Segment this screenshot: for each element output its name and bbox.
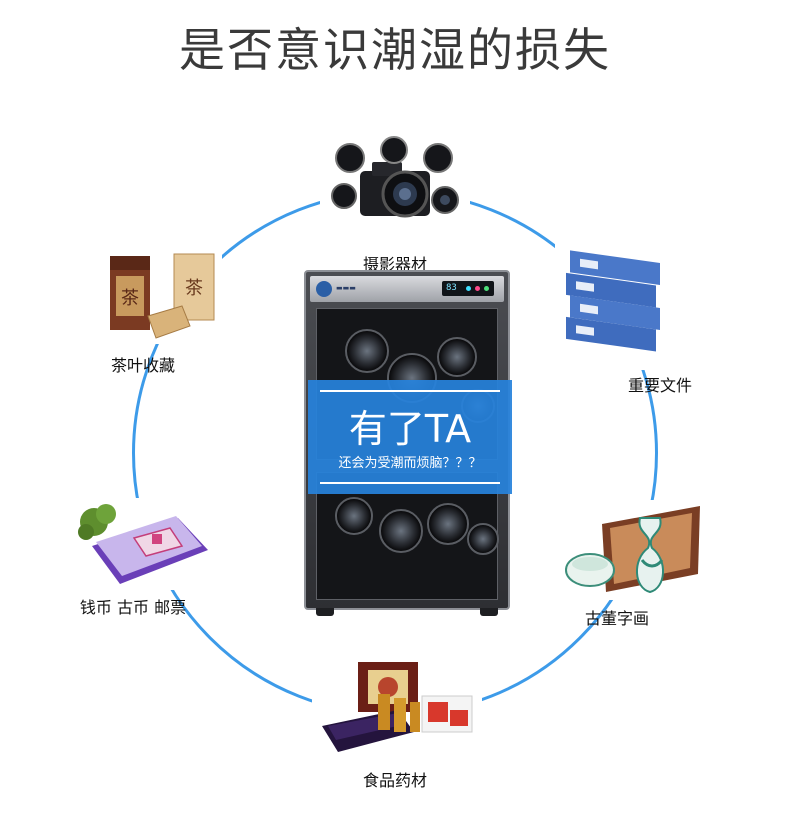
camera-item [330,136,460,226]
cabinet-foot [480,608,498,616]
food-medicine-image [322,662,473,752]
files-label: 重要文件 [627,376,692,395]
camera-label: 摄影器材 [362,255,427,274]
promo-banner: 有了TA 还会为受潮而烦脑？？？ [308,380,512,494]
lens-icon [335,497,373,535]
cabinet-control-panel: ▬▬▬ 83 [310,276,504,302]
cabinet-foot [316,608,334,616]
food-item [318,660,478,760]
page-title: 是否意识潮湿的损失 [179,23,611,77]
antique-label: 古董字画 [584,609,649,628]
stamp-album-image [78,504,208,584]
indicator-light [475,286,480,291]
lens-icon [467,523,499,555]
tea-item: 茶 茶 [108,252,218,340]
antique-item [562,504,700,596]
food-label: 食品药材 [362,771,427,790]
banner-divider [320,390,500,392]
lens-icon [427,503,469,545]
lens-icon [379,509,423,553]
banner-subtitle: 还会为受潮而烦脑？？？ [338,456,482,471]
camera-image [331,136,459,218]
indicator-light [466,286,471,291]
svg-text:茶: 茶 [121,288,139,309]
banner-divider [320,482,500,484]
svg-text:茶: 茶 [185,278,203,299]
antique-image [565,506,700,594]
files-item [560,244,665,364]
tea-label: 茶叶收藏 [110,356,175,375]
humidity-display: 83 [442,281,494,296]
humidity-readout: 83 [446,283,457,293]
indicator-light [484,286,489,291]
brand-logo-text: ▬▬▬ [336,284,356,292]
tea-boxes-image: 茶 茶 [110,253,215,339]
lens-icon [437,337,477,377]
coins-item [78,500,210,588]
coins-label: 钱币 古币 邮票 [79,598,187,617]
banner-title: 有了TA [348,407,472,451]
binders-image [566,250,660,352]
lens-icon [345,329,389,373]
brand-logo-icon [316,281,332,297]
